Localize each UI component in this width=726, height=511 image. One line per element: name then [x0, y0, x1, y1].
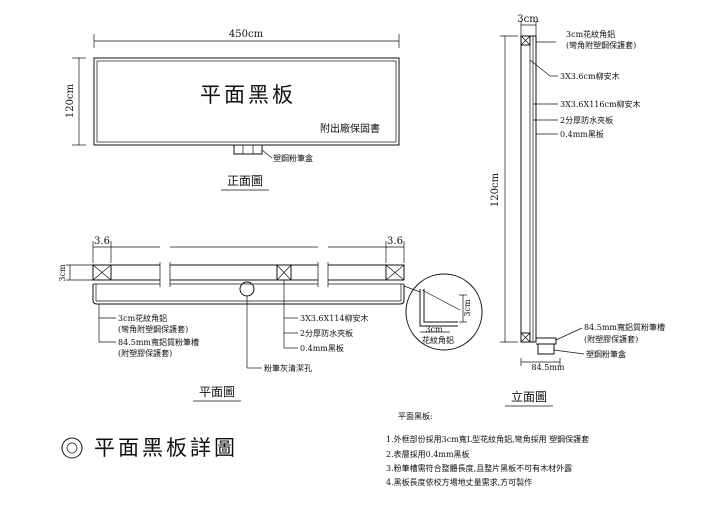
board-note: 附出廠保固書: [320, 122, 380, 135]
elevation-view: 3cm 120cm 84.5mm 3cm花紋角鋁 (彎角附塑鋼保護套) 3X3.…: [490, 14, 665, 407]
elev-height-dim: 120cm: [490, 172, 501, 207]
footer-title: 平面黑板詳圖: [94, 436, 238, 460]
elev-bottom-dim: 84.5mm: [532, 363, 565, 372]
plan-width-dim: 450cm: [229, 29, 264, 40]
title-bullet-icon: [61, 437, 83, 459]
note-item: 4.黑板長度依校方場地丈量需求,方可製作: [386, 477, 532, 487]
board-inner: [96, 60, 397, 143]
elev-top-dim: 3cm: [517, 14, 539, 25]
elev-steel-label: 0.4mm黑板: [560, 129, 604, 139]
section-right-dim: 3.6: [387, 236, 403, 247]
note-item: 2.表層採用0.4mm黑板: [386, 449, 470, 459]
elev-wood1-label: 3X3.6cm柳安木: [560, 71, 620, 81]
note-item: 3.粉筆槽需符合整體長度,且整片黑板不可有木材外露: [386, 463, 572, 473]
note-item: 1.外框部份採用3cm寬L型花紋角鋁,彎角採用 塑鋼保護套: [386, 434, 589, 444]
elev-trim-sub: (彎角附塑鋼保護套): [566, 40, 636, 50]
section-left-dim: 3.6: [94, 236, 110, 247]
elev-wood2-label: 3X3.6X116cm柳安木: [560, 99, 641, 109]
chalk-box: [233, 144, 263, 155]
section-tray-label: 84.5mm寬鋁質粉筆槽: [118, 337, 199, 347]
board-title: 平面黑板: [200, 83, 296, 107]
notes-heading: 平面黑板:: [398, 411, 433, 421]
elev-tray-sub: (附塑膠保護套): [584, 334, 638, 344]
section-wood-label: 3X3.6X114柳安木: [300, 313, 368, 323]
elev-view-label: 立面圖: [511, 389, 547, 404]
elev-tray-label: 84.5mm寬鋁質粉筆槽: [584, 322, 665, 332]
section-plywood-label: 2分厚防水夾板: [300, 328, 353, 338]
footer-title-block: 平面黑板詳圖: [61, 436, 238, 460]
section-trim-sub: (彎角附塑鋼保護套): [118, 324, 188, 334]
angle-detail: 3cm 3cm 花紋角鋁: [405, 273, 483, 351]
detail-dim-h: 3cm: [425, 325, 443, 334]
front-view: 450cm 120cm 平面黑板 附出廠保固書 塑鋼粉筆盒 正面圖: [65, 29, 400, 191]
elev-board: [520, 35, 537, 343]
front-view-label: 正面圖: [227, 174, 263, 188]
elev-plywood-label: 2分厚防水夾板: [560, 115, 613, 125]
detail-dim-v: 3cm: [463, 299, 472, 317]
section-side-dim: 3cm: [58, 264, 67, 282]
chalk-box-label: 塑鋼粉筆盒: [273, 153, 313, 163]
section-tray-sub: (附塑膠保護套): [118, 348, 172, 358]
elev-trim-label: 3cm花紋角鋁: [566, 29, 615, 39]
section-body: [92, 262, 405, 305]
elev-box-label: 塑鋼粉筆盒: [586, 349, 626, 359]
section-trim-label: 3cm花紋角鋁: [118, 313, 167, 323]
section-steel-label: 0.4mm黑板: [300, 343, 344, 353]
plan-view-label: 平面圖: [199, 385, 235, 399]
notes-block: 平面黑板: 1.外框部份採用3cm寬L型花紋角鋁,彎角採用 塑鋼保護套 2.表層…: [386, 411, 589, 487]
detail-label: 花紋角鋁: [422, 335, 454, 345]
plan-section: 3.6 3.6 3cm: [58, 236, 421, 402]
plan-height-dim: 120cm: [65, 83, 76, 118]
section-cleanout-label: 粉筆灰清潔孔: [264, 363, 312, 373]
